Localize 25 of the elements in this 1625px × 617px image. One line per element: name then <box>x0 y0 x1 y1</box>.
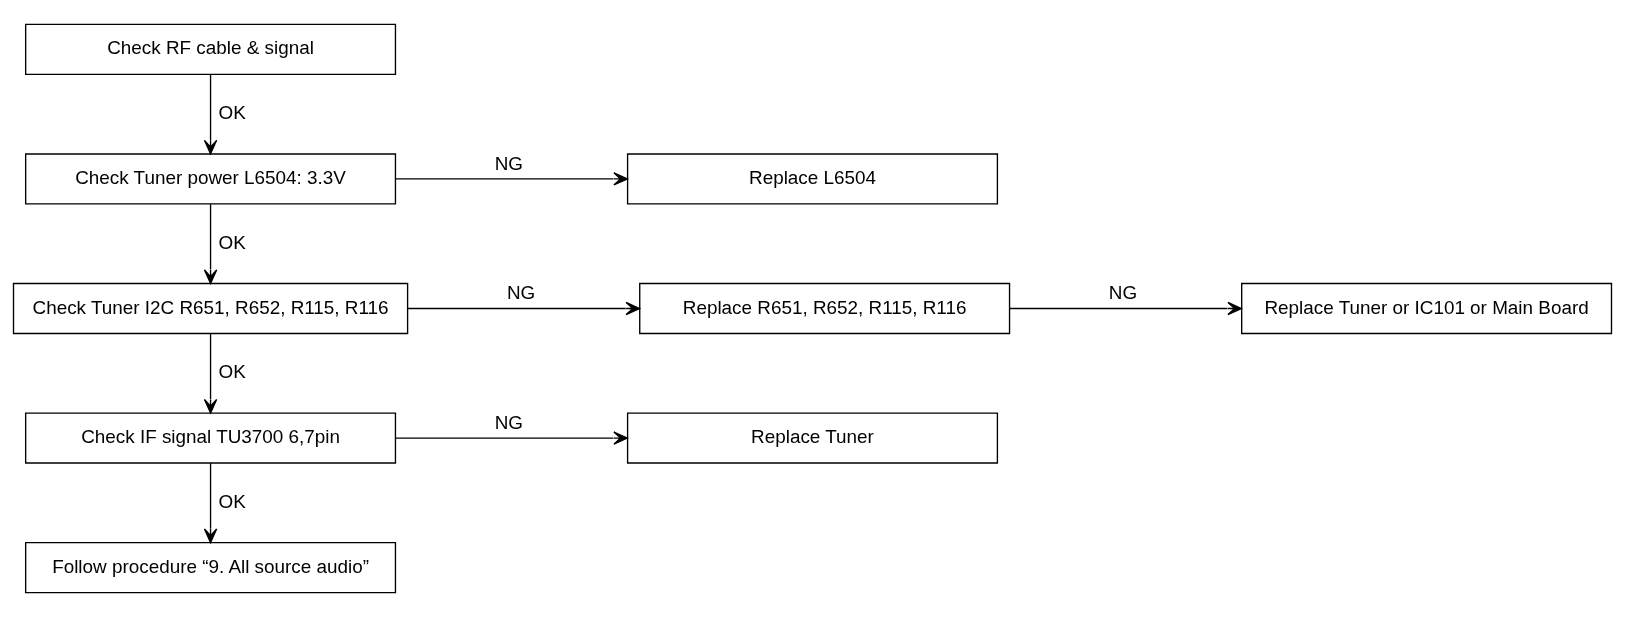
edge-label: NG <box>494 152 524 174</box>
node-box: Follow procedure “9. All source audio” <box>24 542 397 594</box>
node-box: Replace R651, R652, R115, R116 <box>639 282 1011 335</box>
arrow <box>395 172 629 186</box>
arrow <box>1009 301 1243 316</box>
edge-label: OK <box>218 102 246 124</box>
arrow <box>407 301 641 316</box>
node-box: Check Tuner I2C R651, R652, R115, R116 <box>12 282 409 335</box>
arrow <box>395 431 629 445</box>
node-box: Replace Tuner or IC101 or Main Board <box>1241 282 1613 335</box>
edge-label: OK <box>218 231 246 253</box>
node-box: Replace L6504 <box>626 153 999 205</box>
node-box: Check Tuner power L6504: 3.3V <box>24 153 397 205</box>
arrow <box>203 462 218 544</box>
node-box: Check RF cable & signal <box>24 23 397 75</box>
edge-label: NG <box>506 282 536 304</box>
arrow <box>203 73 218 155</box>
node-box: Check IF signal TU3700 6,7pin <box>24 412 397 464</box>
edge-label: NG <box>1108 282 1138 304</box>
arrow <box>203 203 218 285</box>
arrow <box>203 333 218 414</box>
edge-label: OK <box>218 361 246 383</box>
edge-label: NG <box>494 411 524 433</box>
node-box: Replace Tuner <box>626 412 999 464</box>
edge-label: OK <box>218 490 246 512</box>
